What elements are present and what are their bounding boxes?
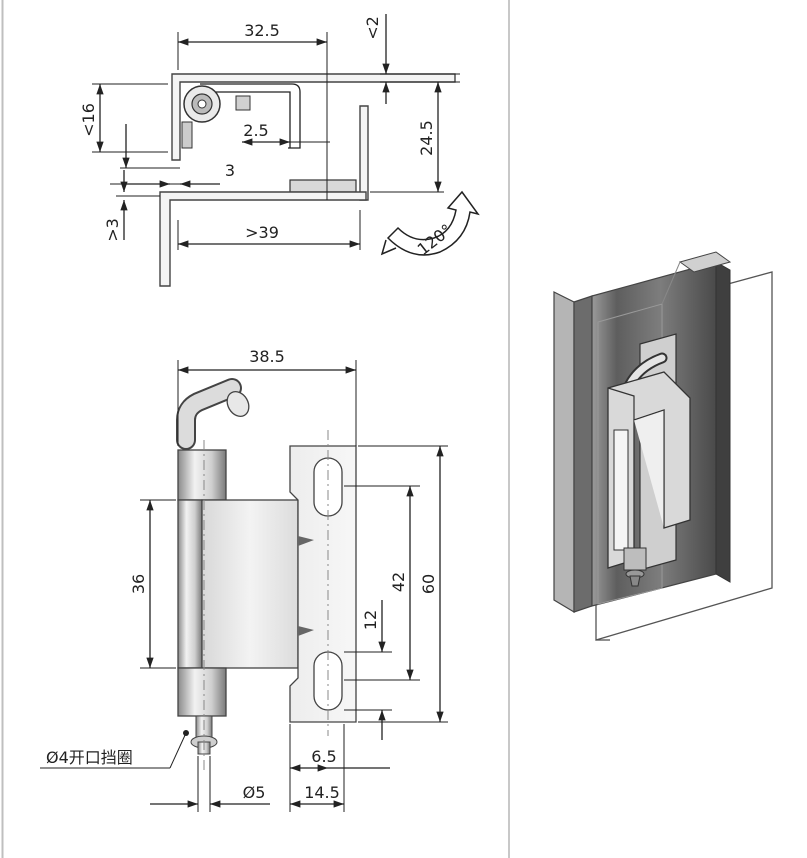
frame-section [159, 191, 367, 287]
dim-6-5: 6.5 [311, 747, 336, 766]
middle-knuckle [177, 499, 203, 669]
top-knuckle [177, 449, 227, 501]
dim-lt-16: <16 [79, 103, 98, 137]
iso-pin-end [629, 575, 641, 587]
lower-slot [313, 651, 343, 711]
dim-42: 42 [389, 572, 408, 592]
dim-24-5: 24.5 [417, 120, 436, 156]
dim-gt-39: >39 [245, 223, 279, 242]
upper-slot [313, 457, 343, 517]
front-view: 38.5 36 42 60 12 6.5 Ø5 14.5 Ø4开口挡圈 [40, 347, 448, 812]
spring-stud [235, 95, 251, 111]
dim-60: 60 [419, 574, 438, 594]
circlip-callout: Ø4开口挡圈 [46, 748, 133, 767]
bottom-plate [289, 179, 357, 193]
mounting-plate [289, 445, 357, 723]
dim-32-5: 32.5 [244, 21, 280, 40]
knuckle-arm [200, 83, 301, 149]
isometric-view [553, 251, 773, 641]
bent-pin [178, 380, 240, 448]
top-view: 32.5 <2 <16 2.5 3 24.5 >3 >39 120° [79, 14, 480, 287]
dim-3: 3 [225, 161, 235, 180]
dim-gt-3: >3 [103, 218, 122, 242]
profile-flange [553, 291, 575, 614]
dim-36: 36 [129, 574, 148, 594]
dim-dia-5: Ø5 [243, 783, 266, 802]
right-flange [359, 105, 369, 201]
dim-14-5: 14.5 [304, 783, 340, 802]
hinge-leaf [201, 499, 299, 669]
rotation-arrow-icon [386, 190, 480, 256]
dim-lt-2: <2 [363, 16, 382, 40]
bottom-knuckle [177, 667, 227, 717]
dim-12: 12 [361, 610, 380, 630]
dim-38-5: 38.5 [249, 347, 285, 366]
dim-2-5: 2.5 [243, 121, 268, 140]
